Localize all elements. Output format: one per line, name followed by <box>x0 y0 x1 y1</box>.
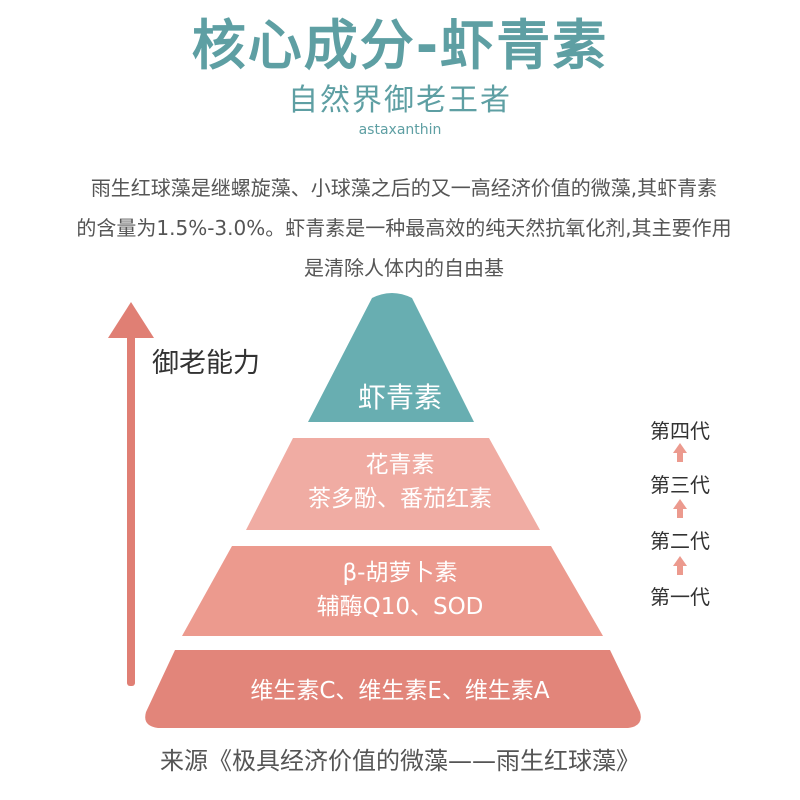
generation-label-3: 第三代 <box>650 473 710 497</box>
generation-label-1: 第一代 <box>650 585 710 609</box>
page-title: 核心成分-虾青素 <box>191 14 609 77</box>
axis-arrow-shaft <box>127 334 135 686</box>
tier-2-label-line-2: 茶多酚、番茄红素 <box>308 486 492 512</box>
generation-arrow-1 <box>673 443 687 462</box>
pyramid-tier-2 <box>246 438 540 530</box>
generation-arrow-3 <box>673 556 687 575</box>
axis-arrow-head <box>108 302 154 338</box>
pyramid-tier-1 <box>308 293 474 422</box>
tier-4-label: 维生素C、维生素E、维生素A <box>250 678 550 704</box>
description-paragraph: 雨生红球藻是继螺旋藻、小球藻之后的又一高经济价值的微藻,其虾青素 的含量为1.5… <box>48 168 760 288</box>
tier-2-label-line-1: 花青素 <box>365 452 435 478</box>
pyramid-tier-4 <box>145 650 641 728</box>
generation-label-4: 第四代 <box>650 419 710 443</box>
axis-label: 御老能力 <box>152 348 260 379</box>
pyramid-tier-3 <box>182 546 603 636</box>
tier-1-label: 虾青素 <box>357 381 442 414</box>
description-line-2: 的含量为1.5%-3.0%。虾青素是一种最高效的纯天然抗氧化剂,其主要作用 <box>76 216 732 240</box>
generation-arrow-2 <box>673 499 687 518</box>
latin-name: astaxanthin <box>358 122 442 138</box>
tier-3-label-line-2: 辅酶Q10、SOD <box>316 594 484 620</box>
source-citation: 来源《极具经济价值的微藻——雨生红球藻》 <box>160 747 640 775</box>
tier-3-label-line-1: β-胡萝卜素 <box>342 560 458 586</box>
page-subtitle: 自然界御老王者 <box>288 83 512 118</box>
description-line-1: 雨生红球藻是继螺旋藻、小球藻之后的又一高经济价值的微藻,其虾青素 <box>90 176 718 200</box>
generation-label-2: 第二代 <box>650 529 710 553</box>
description-line-3: 是清除人体内的自由基 <box>304 256 504 280</box>
